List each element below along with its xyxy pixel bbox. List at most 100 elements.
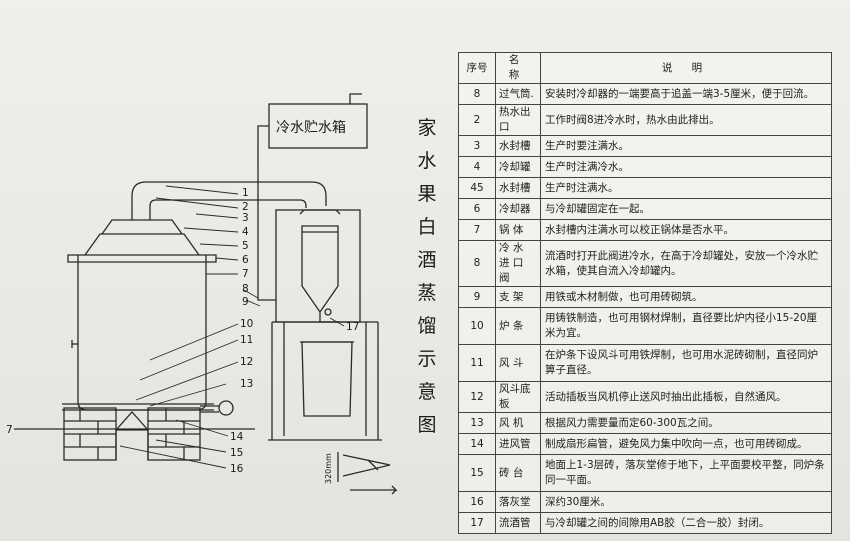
table-row: 9 支 架 用铁或木材制做，也可用砖砌筑。 [458, 286, 832, 308]
table-row: 8 冷 水 进 口 阀 流酒时打开此阀进冷水，在高于冷却罐处，安放一个冷水贮水箱… [458, 240, 832, 287]
table-row: 17 流酒管 与冷却罐之间的间隙用AB胶（二合一胶）封闭。 [458, 512, 832, 534]
header-description: 说 明 [540, 52, 832, 84]
row-description: 制成扇形扁管，避免风力集中吹向一点，也可用砖砌成。 [540, 433, 832, 455]
row-number: 14 [458, 433, 496, 455]
title-char: 水 [417, 150, 437, 172]
row-description: 深约30厘米。 [540, 491, 832, 513]
table-row: 2 热水出口 工作时阀8进冷水时，热水由此排出。 [458, 104, 832, 136]
callout-10: 10 [240, 318, 253, 330]
wedge-detail [337, 452, 398, 495]
callout-1: 1 [242, 187, 249, 199]
row-number: 7 [458, 219, 496, 241]
callout-12: 12 [240, 356, 253, 368]
table-row: 45 水封槽 生产时注满水。 [458, 177, 832, 199]
brick-platform [63, 407, 201, 461]
table-row: 8 过气筒. 安装时冷却器的一端要高于追盖一端3-5厘米，便于回流。 [458, 83, 832, 105]
stand [268, 321, 382, 441]
row-name: 落灰堂 [495, 491, 541, 513]
row-description: 活动插板当风机停止送风时抽出此插板，自然通风。 [540, 381, 832, 413]
row-description: 生产时注满冷水。 [540, 156, 832, 178]
row-name: 过气筒. [495, 83, 541, 105]
row-number: 13 [458, 412, 496, 434]
title-char: 白 [417, 216, 437, 238]
callout-15: 15 [230, 447, 243, 459]
row-name: 风 斗 [495, 344, 541, 382]
row-number: 10 [458, 307, 496, 345]
row-number: 17 [458, 512, 496, 534]
row-name: 冷 水 进 口 阀 [495, 240, 541, 287]
table-row: 7 锅 体 水封槽内注满水可以校正锅体是否水平。 [458, 219, 832, 241]
callout-14: 14 [230, 431, 244, 443]
row-name: 支 架 [495, 286, 541, 308]
row-name: 风 机 [495, 412, 541, 434]
callout-11: 11 [240, 334, 253, 346]
cooler [275, 209, 361, 323]
callout-4: 4 [242, 226, 249, 238]
callout-7: 7 [242, 268, 249, 280]
row-name: 流酒管 [495, 512, 541, 534]
row-name: 炉 条 [495, 307, 541, 345]
row-description: 根据风力需要量而定60-300瓦之间。 [540, 412, 832, 434]
row-number: 15 [458, 454, 496, 492]
row-name: 水封槽 [495, 177, 541, 199]
callout-13: 13 [240, 378, 253, 390]
row-number: 4 [458, 156, 496, 178]
title-char: 酒 [417, 249, 437, 271]
row-name: 砖 台 [495, 454, 541, 492]
ground-marker: 7 [6, 424, 13, 436]
table-row: 6 冷却器 与冷却罐固定在一起。 [458, 198, 832, 220]
table-row: 4 冷却罐 生产时注满冷水。 [458, 156, 832, 178]
row-number: 6 [458, 198, 496, 220]
row-description: 水封槽内注满水可以校正锅体是否水平。 [540, 219, 832, 241]
row-description: 安装时冷却器的一端要高于追盖一端3-5厘米，便于回流。 [540, 83, 832, 105]
title-char: 家 [417, 117, 437, 139]
inset-dimension: 320mm [324, 453, 333, 484]
table-row: 13 风 机 根据风力需要量而定60-300瓦之间。 [458, 412, 832, 434]
header-name: 名 称 [495, 52, 541, 84]
title-char: 馏 [417, 315, 437, 337]
title-char: 示 [417, 348, 437, 370]
table-row: 15 砖 台 地面上1-3层砖，落灰堂修于地下，上平面要校平整，同炉条同一平面。 [458, 454, 832, 492]
table-row: 16 落灰堂 深约30厘米。 [458, 491, 832, 513]
callout-6: 6 [242, 254, 249, 266]
collecting-bucket [301, 341, 353, 417]
table-row: 3 水封槽 生产时要注满水。 [458, 135, 832, 157]
table-row: 10 炉 条 用铸铁制造，也可用钢材焊制，直径要比炉内径小15-20厘米为宜。 [458, 307, 832, 345]
row-description: 生产时要注满水。 [540, 135, 832, 157]
row-name: 水封槽 [495, 135, 541, 157]
row-name: 冷却罐 [495, 156, 541, 178]
callout-8: 8 [242, 283, 249, 295]
parts-legend-table: 序号 名 称 说 明 8 过气筒. 安装时冷却器的一端要高于追盖一端3-5厘米，… [458, 52, 832, 534]
row-number: 45 [458, 177, 496, 199]
row-name: 进风管 [495, 433, 541, 455]
row-name: 锅 体 [495, 219, 541, 241]
pot-body [62, 219, 217, 411]
table-header-row: 序号 名 称 说 明 [458, 52, 832, 84]
title-char: 果 [417, 183, 437, 205]
row-name: 风斗底板 [495, 381, 541, 413]
row-description: 流酒时打开此阀进冷水，在高于冷却罐处，安放一个冷水贮水箱，使其自流入冷却罐内。 [540, 240, 832, 287]
callout-17: 17 [346, 321, 359, 333]
table-row: 12 风斗底板 活动插板当风机停止送风时抽出此插板，自然通风。 [458, 381, 832, 413]
row-number: 9 [458, 286, 496, 308]
callout-9: 9 [242, 296, 249, 308]
fan [200, 400, 234, 416]
row-description: 与冷却罐之间的间隙用AB胶（二合一胶）封闭。 [540, 512, 832, 534]
row-number: 3 [458, 135, 496, 157]
tank-label: 冷水贮水箱 [276, 120, 346, 136]
row-description: 地面上1-3层砖，落灰堂修于地下，上平面要校平整，同炉条同一平面。 [540, 454, 832, 492]
diagram-title: 家 水 果 白 酒 蒸 馏 示 意 图 [413, 112, 441, 442]
row-number: 2 [458, 104, 496, 136]
row-description: 生产时注满水。 [540, 177, 832, 199]
row-name: 冷却器 [495, 198, 541, 220]
vapor-pipe [131, 181, 327, 220]
table-row: 11 风 斗 在炉条下设风斗可用铁焊制，也可用水泥砖砌制，直径同炉箅子直径。 [458, 344, 832, 382]
table-row: 14 进风管 制成扇形扁管，避免风力集中吹向一点，也可用砖砌成。 [458, 433, 832, 455]
header-number: 序号 [458, 52, 496, 84]
row-description: 用铁或木材制做，也可用砖砌筑。 [540, 286, 832, 308]
row-name: 热水出口 [495, 104, 541, 136]
title-char: 蒸 [417, 282, 437, 304]
callout-16: 16 [230, 463, 244, 475]
row-number: 16 [458, 491, 496, 513]
